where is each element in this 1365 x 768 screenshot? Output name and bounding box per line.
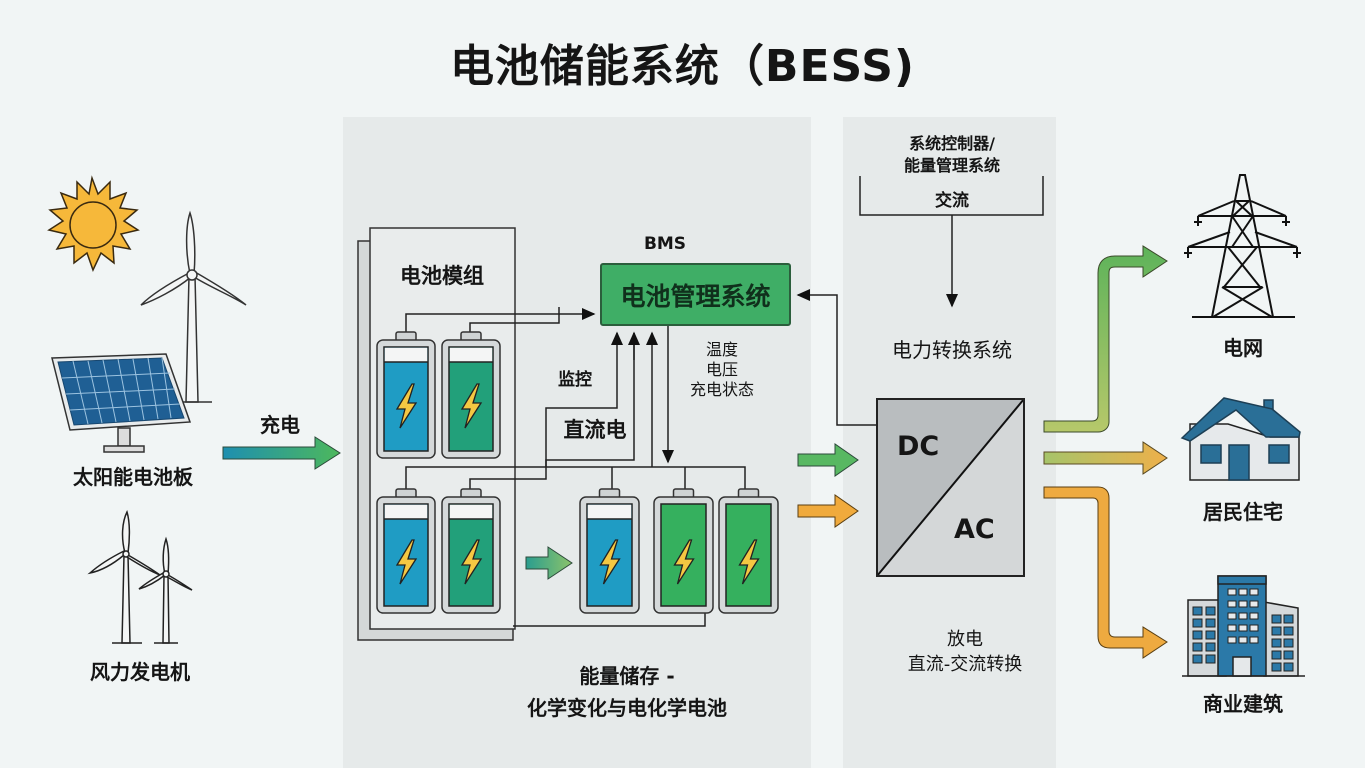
battery-cell-icon <box>718 488 779 614</box>
commercial-building-icon <box>1182 575 1305 677</box>
storage-caption: 能量储存 - 化学变化与电化学电池 <box>527 660 727 724</box>
window-icon <box>1283 626 1294 636</box>
wind-farm-icon <box>87 509 193 644</box>
controller-line2: 能量管理系统 <box>903 156 1001 175</box>
system-controller-label: 系统控制器/ 能量管理系统 <box>904 133 1000 177</box>
window-icon <box>1192 630 1203 640</box>
ac-label: 交流 <box>935 191 969 211</box>
monitor-label: 监控 <box>558 370 592 390</box>
window-icon <box>1249 588 1259 596</box>
battery-cell-icon <box>579 488 640 614</box>
window-icon <box>1192 654 1203 664</box>
window-icon <box>1192 618 1203 628</box>
battery-cell-icon <box>441 331 501 459</box>
solar-panel-icon <box>51 353 192 453</box>
storage-caption-line2: 化学变化与电化学电池 <box>527 696 727 720</box>
discharge-line2: 直流-交流转换 <box>907 654 1023 675</box>
window-icon <box>1249 600 1259 608</box>
ac-text: AC <box>954 514 995 545</box>
battery-cell-icon <box>376 331 436 459</box>
lightning-bolt-icon <box>673 539 695 585</box>
lightning-bolt-icon <box>395 539 418 585</box>
lightning-bolt-icon <box>395 383 418 429</box>
window-icon <box>1205 630 1216 640</box>
wind-turbine-icon <box>140 210 247 403</box>
dc-text: DC <box>897 431 940 462</box>
commercial-label: 商业建筑 <box>1203 692 1283 716</box>
grid-label: 电网 <box>1223 336 1263 360</box>
window-icon <box>1283 650 1294 660</box>
window-icon <box>1249 612 1259 620</box>
window-icon <box>1271 626 1282 636</box>
param-soc: 充电状态 <box>689 380 755 399</box>
power-grid-tower-icon <box>1184 174 1301 318</box>
window-icon <box>1238 612 1248 620</box>
battery-module-label: 电池模组 <box>400 264 484 288</box>
wind-turbine-label: 风力发电机 <box>90 660 190 684</box>
bms-tag: BMS <box>643 234 687 254</box>
grid-output-arrow <box>1043 245 1168 433</box>
window-icon <box>1238 588 1248 596</box>
storage-caption-line1: 能量储存 - <box>579 664 675 688</box>
window-icon <box>1249 624 1259 632</box>
bms-label: 电池管理系统 <box>620 281 771 311</box>
window-icon <box>1205 654 1216 664</box>
window-icon <box>1238 636 1248 644</box>
window-icon <box>1227 612 1237 620</box>
lightning-bolt-icon <box>599 539 621 585</box>
house-icon <box>1180 397 1301 481</box>
solar-panel-label: 太阳能电池板 <box>73 465 193 489</box>
window-icon <box>1227 600 1237 608</box>
window-icon <box>1271 614 1282 624</box>
bms-box[interactable]: 电池管理系统 <box>600 263 791 326</box>
window-icon <box>1283 638 1294 648</box>
discharge-line1: 放电 <box>947 629 983 650</box>
window-icon <box>1192 606 1203 616</box>
window-icon <box>1271 638 1282 648</box>
wiring <box>405 176 1044 627</box>
input-arrow-green <box>797 443 859 477</box>
param-temperature: 温度 <box>705 340 739 359</box>
window-icon <box>1249 636 1259 644</box>
charge-label: 充电 <box>260 413 300 437</box>
lightning-bolt-icon <box>460 539 483 585</box>
dc-power-label: 直流电 <box>563 418 627 442</box>
window-icon <box>1283 614 1294 624</box>
input-arrow-orange <box>797 494 859 528</box>
window-icon <box>1238 624 1248 632</box>
commercial-output-arrow <box>1043 486 1168 659</box>
window-icon <box>1227 624 1237 632</box>
lightning-bolt-icon <box>460 383 483 429</box>
residential-output-arrow <box>1043 441 1168 475</box>
battery-cell-icon <box>441 488 501 614</box>
charge-arrow <box>222 436 341 470</box>
controller-line1: 系统控制器/ <box>909 134 995 153</box>
window-icon <box>1205 606 1216 616</box>
window-icon <box>1227 636 1237 644</box>
residential-label: 居民住宅 <box>1203 500 1283 524</box>
window-icon <box>1238 600 1248 608</box>
bms-parameters: 温度 电压 充电状态 <box>690 340 754 400</box>
battery-cell-icon <box>653 488 714 614</box>
window-icon <box>1192 642 1203 652</box>
discharge-caption: 放电 直流-交流转换 <box>908 627 1023 677</box>
window-icon <box>1205 618 1216 628</box>
transfer-arrow <box>525 546 573 580</box>
window-icon <box>1271 662 1282 672</box>
sun-icon <box>47 175 140 272</box>
window-icon <box>1227 588 1237 596</box>
window-icon <box>1205 642 1216 652</box>
page-title: 电池储能系统（BESS) <box>449 41 916 92</box>
battery-cell-icon <box>376 488 436 614</box>
window-icon <box>1283 662 1294 672</box>
param-voltage: 电压 <box>705 360 739 379</box>
window-icon <box>1271 650 1282 660</box>
pcs-label: 电力转换系统 <box>892 338 1012 362</box>
dc-ac-converter <box>876 398 1025 577</box>
lightning-bolt-icon <box>738 539 760 585</box>
